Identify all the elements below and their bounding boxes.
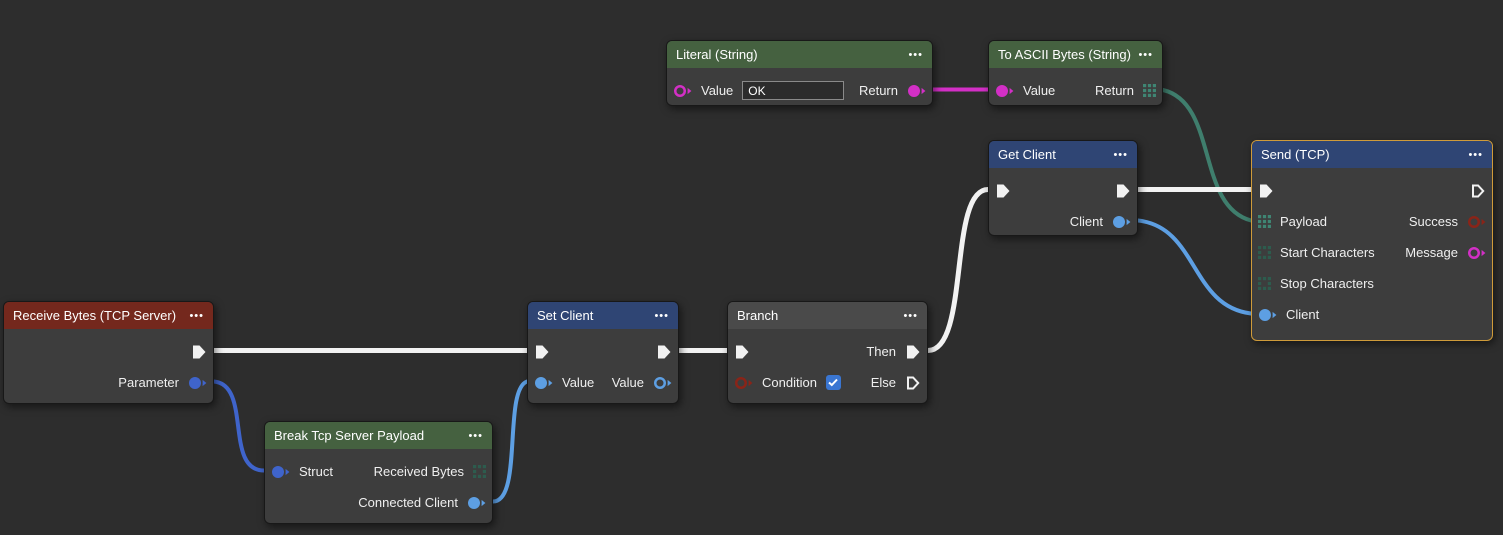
node-to-ascii-bytes[interactable]: To ASCII Bytes (String) ••• Value Return <box>988 40 1163 106</box>
node-header[interactable]: Break Tcp Server Payload ••• <box>265 422 492 449</box>
port-label: Client <box>1069 214 1103 229</box>
port-label: Struct <box>299 464 333 479</box>
port-label: Success <box>1408 214 1458 229</box>
node-break-tcp-server-payload[interactable]: Break Tcp Server Payload ••• Struct Rece… <box>264 421 493 524</box>
literal-value-input[interactable] <box>742 81 845 100</box>
port-label: Connected Client <box>358 495 458 510</box>
send-tcp-exec-out-pin[interactable] <box>1470 183 1486 199</box>
node-title: Receive Bytes (TCP Server) <box>13 308 177 323</box>
ascii-value-input-pin[interactable] <box>995 84 1014 98</box>
set-client-exec-out-pin[interactable] <box>656 344 672 360</box>
port-label: Stop Characters <box>1280 276 1374 291</box>
node-header[interactable]: To ASCII Bytes (String) ••• <box>989 41 1162 68</box>
wire-break-connected-client-to-set-value[interactable] <box>491 379 529 504</box>
break-struct-input-pin[interactable] <box>271 465 290 479</box>
get-client-exec-in-pin[interactable] <box>995 183 1011 199</box>
get-client-client-output-pin[interactable] <box>1112 215 1131 229</box>
send-tcp-client-input-pin[interactable] <box>1258 308 1277 322</box>
node-title: Set Client <box>537 308 594 323</box>
node-send-tcp[interactable]: Send (TCP) ••• Payload Success <box>1251 140 1493 341</box>
port-label: Else <box>870 375 896 390</box>
node-menu-icon[interactable]: ••• <box>908 48 923 61</box>
wire-get-client-client-to-send-client[interactable] <box>1136 218 1253 316</box>
port-label: Received Bytes <box>373 464 464 479</box>
port-label: Message <box>1405 245 1458 260</box>
node-title: Send (TCP) <box>1261 147 1330 162</box>
break-connected-client-output-pin[interactable] <box>467 496 486 510</box>
port-label: Condition <box>762 375 817 390</box>
literal-value-input-pin[interactable] <box>673 84 692 98</box>
checkmark-icon <box>828 378 839 387</box>
branch-condition-input-pin[interactable] <box>734 376 753 390</box>
node-title: To ASCII Bytes (String) <box>998 47 1131 62</box>
node-header[interactable]: Receive Bytes (TCP Server) ••• <box>4 302 213 329</box>
branch-exec-in-pin[interactable] <box>734 344 750 360</box>
node-receive-bytes[interactable]: Receive Bytes (TCP Server) ••• Parameter <box>3 301 214 404</box>
wire-receive-parameter-to-break-struct[interactable] <box>212 379 266 473</box>
branch-then-output-pin[interactable] <box>905 344 921 360</box>
set-client-value-input-pin[interactable] <box>534 376 553 390</box>
port-label: Payload <box>1280 214 1327 229</box>
node-menu-icon[interactable]: ••• <box>189 309 204 322</box>
node-header[interactable]: Set Client ••• <box>528 302 678 329</box>
receive-bytes-parameter-output-pin[interactable] <box>188 376 207 390</box>
port-label: Then <box>866 344 896 359</box>
node-title: Literal (String) <box>676 47 758 62</box>
send-tcp-stop-characters-input-pin[interactable] <box>1258 277 1271 290</box>
port-label: Return <box>1094 83 1134 98</box>
node-set-client[interactable]: Set Client ••• Value Value <box>527 301 679 404</box>
send-tcp-message-output-pin[interactable] <box>1467 246 1486 260</box>
send-tcp-exec-in-pin[interactable] <box>1258 183 1274 199</box>
node-menu-icon[interactable]: ••• <box>654 309 669 322</box>
branch-else-output-pin[interactable] <box>905 375 921 391</box>
port-label: Start Characters <box>1280 245 1375 260</box>
node-get-client[interactable]: Get Client ••• Client <box>988 140 1138 236</box>
node-menu-icon[interactable]: ••• <box>1468 148 1483 161</box>
wire-ascii-return-to-send-payload[interactable] <box>1161 88 1253 223</box>
node-header[interactable]: Branch ••• <box>728 302 927 329</box>
send-tcp-start-characters-input-pin[interactable] <box>1258 246 1271 259</box>
node-menu-icon[interactable]: ••• <box>1113 148 1128 161</box>
port-label: Value <box>701 83 734 98</box>
port-label: Return <box>858 83 898 98</box>
port-label: Value <box>1023 83 1056 98</box>
literal-return-output-pin[interactable] <box>907 84 926 98</box>
node-title: Get Client <box>998 147 1056 162</box>
port-label: Value <box>611 375 644 390</box>
node-menu-icon[interactable]: ••• <box>468 429 483 442</box>
node-header[interactable]: Literal (String) ••• <box>667 41 932 68</box>
node-header[interactable]: Get Client ••• <box>989 141 1137 168</box>
condition-checkbox[interactable] <box>825 375 841 390</box>
get-client-exec-out-pin[interactable] <box>1115 183 1131 199</box>
node-branch[interactable]: Branch ••• Then Condition <box>727 301 928 404</box>
node-menu-icon[interactable]: ••• <box>1138 48 1153 61</box>
node-literal-string[interactable]: Literal (String) ••• Value Return <box>666 40 933 106</box>
port-label: Value <box>562 375 595 390</box>
break-received-bytes-output-pin[interactable] <box>473 465 486 478</box>
receive-bytes-exec-out-pin[interactable] <box>191 344 207 360</box>
wire-branch-then-to-get-client-exec[interactable] <box>925 187 991 353</box>
node-title: Break Tcp Server Payload <box>274 428 425 443</box>
port-label: Client <box>1286 307 1320 322</box>
node-header[interactable]: Send (TCP) ••• <box>1252 141 1492 168</box>
ascii-return-output-pin[interactable] <box>1143 84 1156 97</box>
port-label: Parameter <box>118 375 179 390</box>
node-title: Branch <box>737 308 779 323</box>
send-tcp-success-output-pin[interactable] <box>1467 215 1486 229</box>
send-tcp-payload-input-pin[interactable] <box>1258 215 1271 228</box>
node-menu-icon[interactable]: ••• <box>903 309 918 322</box>
set-client-exec-in-pin[interactable] <box>534 344 550 360</box>
set-client-value-output-pin[interactable] <box>653 376 672 390</box>
